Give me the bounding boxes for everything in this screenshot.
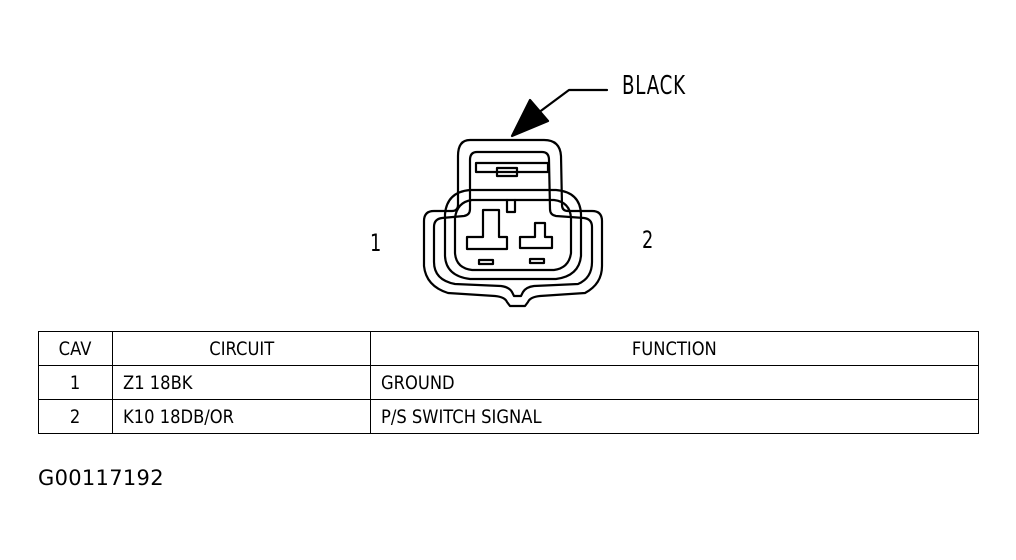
- terminal-2: [518, 221, 554, 250]
- cell-circuit: Z1 18BK: [112, 365, 371, 400]
- header-cav: CAV: [38, 331, 113, 366]
- connector-color-label: BLACK: [622, 71, 686, 101]
- cell-function: GROUND: [370, 365, 979, 400]
- terminal-2-slot: [528, 257, 546, 265]
- cell-cav: 2: [38, 399, 113, 434]
- terminal-1-slot: [477, 258, 495, 266]
- leader-line: [536, 88, 609, 115]
- cavity-number-left: 1: [370, 229, 382, 257]
- arrowhead: [510, 98, 550, 138]
- table-row: 1 Z1 18BK GROUND: [38, 365, 979, 400]
- connector-housing-outer: [422, 138, 604, 308]
- figure-id: G00117192: [38, 466, 164, 490]
- connector-diagram: [422, 88, 609, 308]
- terminal-1: [465, 208, 509, 251]
- key-notch: [505, 198, 517, 214]
- cell-function: P/S SWITCH SIGNAL: [370, 399, 979, 434]
- connector-latch: [474, 161, 550, 174]
- header-function: FUNCTION: [370, 331, 979, 366]
- connector-housing-inner: [432, 150, 594, 298]
- cavity-number-right: 2: [642, 226, 654, 254]
- latch-tab: [495, 166, 519, 178]
- cell-circuit: K10 18DB/OR: [112, 399, 371, 434]
- connector-face: [443, 188, 583, 281]
- table-row: 2 K10 18DB/OR P/S SWITCH SIGNAL: [38, 399, 979, 434]
- cell-cav: 1: [38, 365, 113, 400]
- header-circuit: CIRCUIT: [112, 331, 371, 366]
- pinout-table: CAV CIRCUIT FUNCTION 1 Z1 18BK GROUND 2 …: [38, 331, 979, 434]
- table-header-row: CAV CIRCUIT FUNCTION: [38, 331, 979, 366]
- connector-face-inner: [453, 198, 573, 272]
